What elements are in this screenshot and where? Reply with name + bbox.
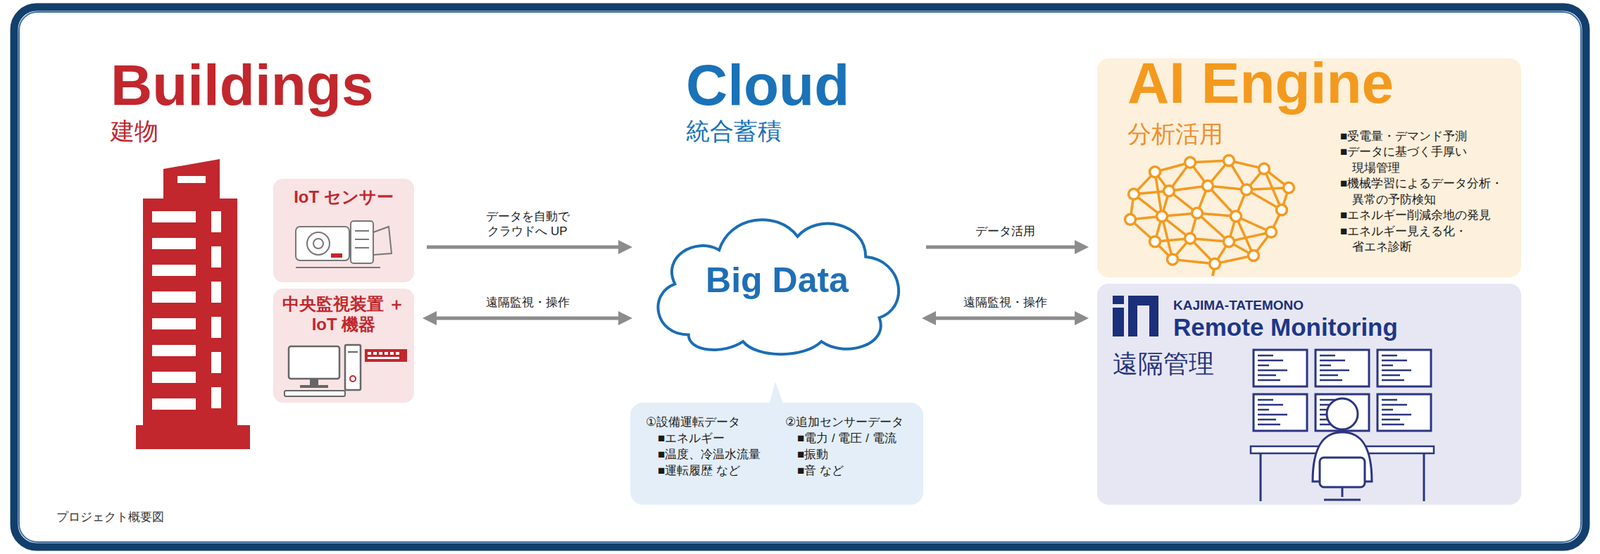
node-text: ■受電量・デマンド予測 [1340, 128, 1518, 145]
node-text: ■振動 [797, 446, 921, 463]
node-text: ■エネルギー削減余地の発見 [1340, 207, 1518, 224]
sensor-box: IoT センサー [273, 178, 415, 283]
section-subtitle: 建物 [110, 119, 159, 144]
building-illustration [135, 159, 250, 450]
node-text: ■データに基づく手厚い 現場管理 [1340, 144, 1518, 177]
label-holder: Buildings [110, 56, 374, 115]
caption-holder: プロジェクト概要図 [56, 510, 165, 525]
node-text: ■エネルギー見える化・ 省エネ診断 [1340, 223, 1518, 256]
node-heading: AI Engine [1127, 54, 1494, 112]
connector-arrow [926, 245, 1085, 250]
monitor-box: 中央監視装置 ＋IoT 機器 [273, 288, 415, 403]
node-text: 遠隔管理 [1112, 350, 1254, 379]
connector-arrow [426, 245, 629, 250]
node-text: ②追加センサーデータ [785, 414, 921, 431]
text-group: Big Data [640, 199, 914, 362]
section-title: Cloud [685, 56, 850, 115]
cloud-node: Big Data [640, 199, 914, 362]
node-text: Remote Monitoring [1173, 313, 1512, 342]
text-group: ②追加センサーデータ■電力 / 電圧 / 電流■振動■音 など [785, 414, 921, 479]
text-group: KAJIMA-TATEMONORemote Monitoring [1173, 297, 1512, 342]
connector-arrow [926, 316, 1085, 321]
edge-label-holder: データ活用 [952, 223, 1059, 239]
edge-label-holder: 遠隔監視・操作 [952, 295, 1059, 310]
edge-label-holder: 遠隔監視・操作 [474, 295, 581, 310]
label-holder: 統合蓄積 [685, 119, 782, 144]
edge-label: データを自動で クラウドへ UP [474, 209, 581, 240]
edge-label: 遠隔監視・操作 [474, 295, 581, 310]
remote-monitoring-panel: KAJIMA-TATEMONORemote Monitoring 遠隔管理 [1097, 283, 1522, 505]
edge-label: データ活用 [952, 223, 1059, 239]
text-group: 中央監視装置 ＋IoT 機器 [278, 294, 409, 336]
edge-label: 遠隔監視・操作 [952, 295, 1059, 310]
node-heading: ①設備運転データ [645, 414, 784, 431]
label-holder: Cloud [685, 56, 850, 115]
node-text: ■温度、冷温水流量 [657, 446, 784, 463]
node-text: ■電力 / 電圧 / 電流 [797, 430, 921, 447]
edge-label-holder: データを自動で クラウドへ UP [474, 209, 581, 240]
label-holder: 建物 [110, 119, 159, 144]
node-text: ■運転履歴 など [657, 462, 784, 479]
text-group: ①設備運転データ■エネルギー■温度、冷温水流量■運転履歴 など [645, 414, 784, 479]
section-subtitle: 統合蓄積 [685, 119, 782, 144]
node-heading: KAJIMA-TATEMONO [1173, 297, 1512, 314]
ai-engine-panel: AI Engine分析活用■受電量・デマンド予測■データに基づく手厚い 現場管理… [1097, 58, 1522, 278]
data-callout: ①設備運転データ■エネルギー■温度、冷温水流量■運転履歴 など②追加センサーデー… [630, 402, 924, 505]
section-title: Buildings [110, 56, 374, 115]
text-group: ■受電量・デマンド予測■データに基づく手厚い 現場管理■機械学習によるデータ分析… [1340, 128, 1518, 256]
node-text: ■機械学習によるデータ分析・ 異常の予防検知 [1340, 176, 1518, 208]
text-group: IoT センサー [278, 187, 409, 208]
node-heading: 中央監視装置 ＋IoT 機器 [278, 294, 409, 336]
text-group: 遠隔管理 [1112, 350, 1254, 379]
node-text: ■エネルギー [657, 430, 784, 447]
connector-arrow [426, 316, 629, 321]
node-heading: Big Data [705, 261, 849, 300]
node-text: ■音 など [797, 462, 921, 479]
figure-caption: プロジェクト概要図 [56, 510, 165, 525]
node-heading: IoT センサー [278, 187, 409, 208]
